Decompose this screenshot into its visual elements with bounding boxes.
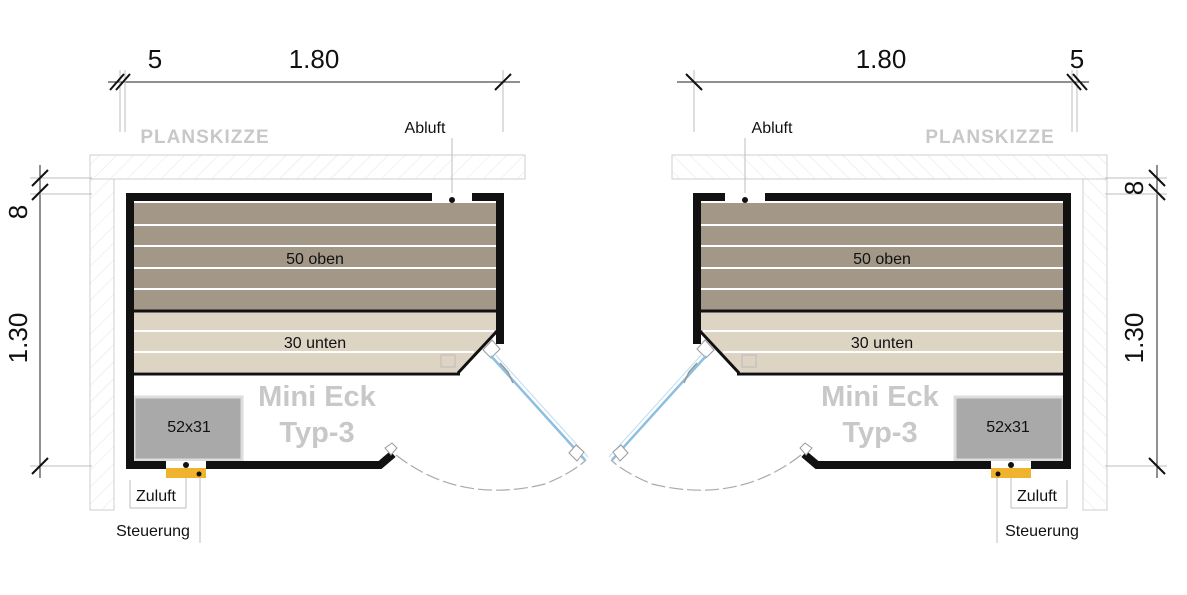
wall-depth-dim: 8 <box>3 205 33 219</box>
depth-dim: 1.30 <box>1119 313 1149 364</box>
model-type: Typ-3 <box>842 417 917 449</box>
width-dim: 1.80 <box>856 44 907 74</box>
depth-dim: 1.30 <box>3 313 33 364</box>
bench-upper-label: 50 oben <box>853 251 911 268</box>
plan-heading: PLANSKIZZE <box>925 127 1054 148</box>
heater-label: 52x31 <box>986 419 1030 436</box>
model-type: Typ-3 <box>279 417 354 449</box>
plan-heading: PLANSKIZZE <box>140 127 269 148</box>
bench-lower-label: 30 unten <box>851 335 913 352</box>
model-name: Mini Eck <box>258 381 377 413</box>
intake-label: Zuluft <box>1017 488 1058 505</box>
bench-upper-label: 50 oben <box>286 251 344 268</box>
bench-lower-label: 30 unten <box>284 335 346 352</box>
model-name: Mini Eck <box>821 381 940 413</box>
plan-right: 5 1.80 8 1.30 PLANSKIZZE Abluft 50 oben … <box>609 44 1167 543</box>
plan-left: 5 1.80 8 1.30 PLANSKIZZE Abluft 50 oben … <box>3 44 588 543</box>
width-dim: 1.80 <box>289 44 340 74</box>
heater-label: 52x31 <box>167 419 211 436</box>
wall-depth-dim: 8 <box>1119 181 1149 195</box>
wall-thickness-dim: 5 <box>1070 44 1084 74</box>
control-label: Steuerung <box>1005 523 1079 540</box>
exhaust-label: Abluft <box>405 120 446 137</box>
wall-thickness-dim: 5 <box>148 44 162 74</box>
intake-label: Zuluft <box>136 488 177 505</box>
control-label: Steuerung <box>116 523 190 540</box>
exhaust-label: Abluft <box>752 120 793 137</box>
